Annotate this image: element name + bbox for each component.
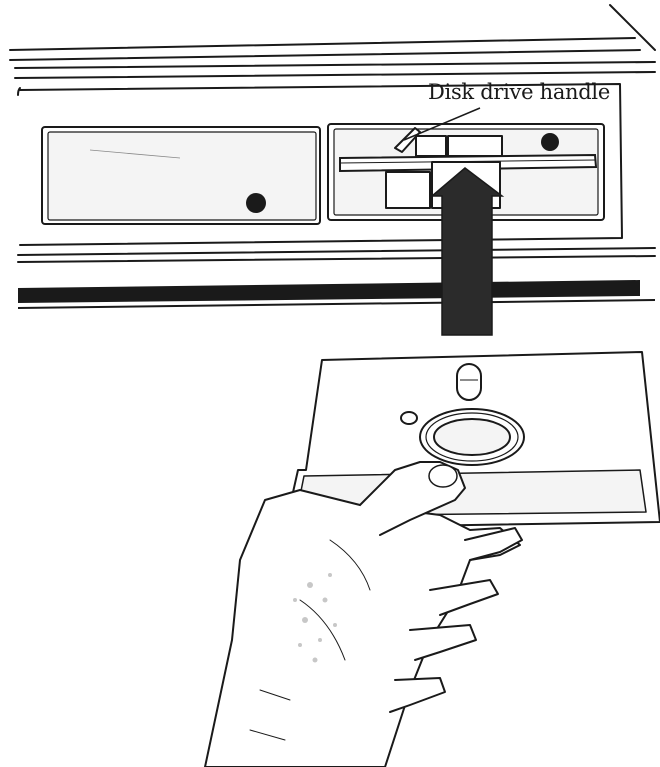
insert-direction-arrow-icon	[432, 168, 502, 335]
right-drive-indicator-led	[541, 133, 559, 151]
case-base-stripe	[18, 280, 640, 303]
left-drive-indicator-led	[246, 193, 266, 213]
disk-drive-handle-label: Disk drive handle	[428, 82, 610, 103]
left-drive-bay	[42, 127, 320, 224]
